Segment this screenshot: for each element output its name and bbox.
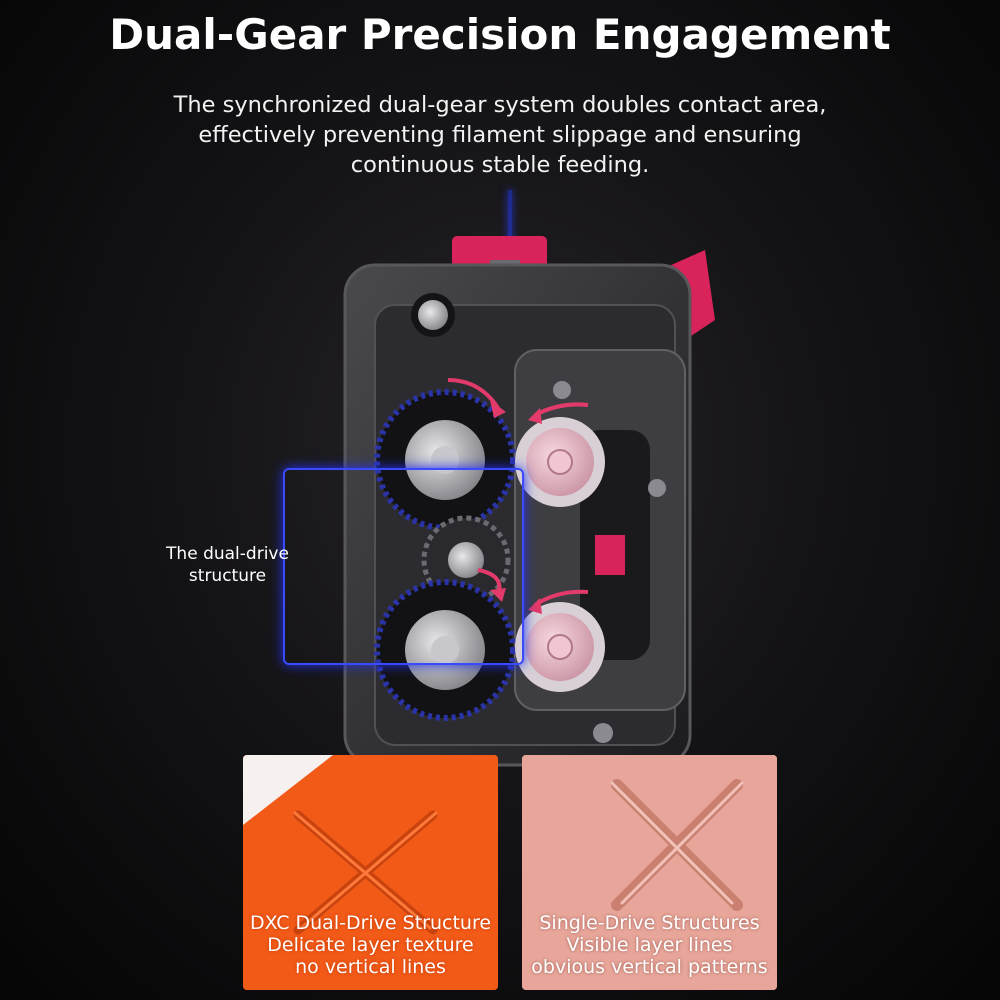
single-drive-sample-panel: Single-Drive Structures Visible layer li… xyxy=(522,755,777,990)
right-caption-line2: Visible layer lines xyxy=(566,934,733,956)
sample-print-image xyxy=(522,755,777,990)
extruder-illustration xyxy=(343,236,715,767)
left-caption-line1: DXC Dual-Drive Structure xyxy=(249,912,492,934)
dual-drive-label: The dual-drive structure xyxy=(166,544,289,586)
left-caption-line2: Delicate layer texture xyxy=(267,934,474,956)
page-subtitle: The synchronized dual-gear system double… xyxy=(173,92,827,178)
dual-drive-callout-box xyxy=(283,468,524,665)
right-caption-line1: Single-Drive Structures xyxy=(539,912,760,934)
sample-print-image xyxy=(243,755,498,990)
page-title: Dual-Gear Precision Engagement xyxy=(109,10,891,59)
top-lever xyxy=(452,236,547,268)
right-caption-line3: obvious vertical patterns xyxy=(531,956,768,978)
left-caption-line3: no vertical lines xyxy=(295,956,446,978)
dual-drive-sample-panel: DXC Dual-Drive Structure Delicate layer … xyxy=(243,755,498,990)
